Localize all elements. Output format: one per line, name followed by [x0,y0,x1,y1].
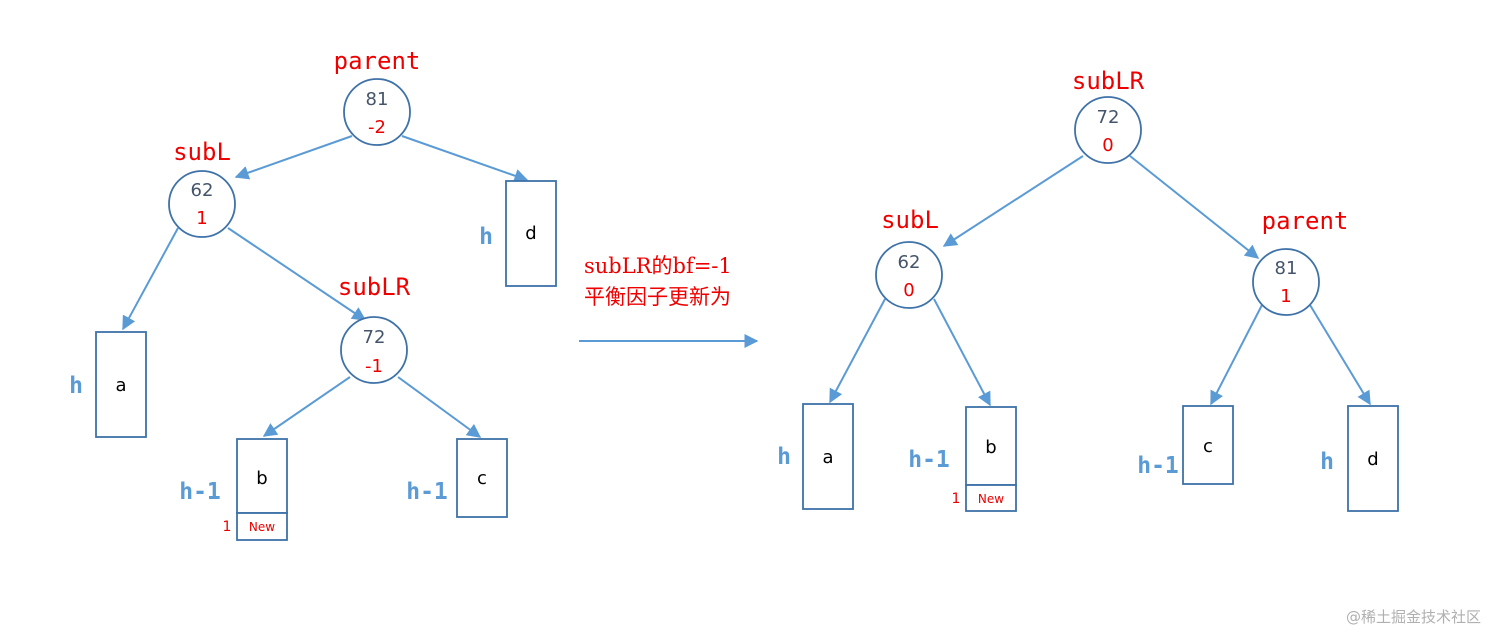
node-balance-factor: 0 [1102,135,1113,156]
edge-subL-to-a [122,227,179,331]
edge-parent-to-c [1210,304,1263,406]
node-key: 72 [363,327,386,348]
subtree-box [95,331,147,438]
node-key: 81 [1275,258,1298,279]
after-tree: subLR 72 0 subL 62 0 parent 81 1 a h [777,67,1399,512]
after-subtree-c: c h-1 [1137,405,1234,485]
edge-subLR-to-b [262,376,351,437]
after-node-subL: subL 62 0 [875,206,943,309]
new-node-box [965,484,1017,512]
before-subtree-c: c h-1 [406,438,508,518]
subtree-height: h-1 [179,479,221,505]
subtree-label: b [985,437,996,458]
node-circle [1252,248,1320,316]
subtree-height: h [479,224,493,250]
after-subtree-d: d h [1320,405,1399,512]
new-node-label: New [249,520,275,534]
edge-subLR-to-c [397,376,482,438]
before-tree: parent 81 -2 subL 62 1 subLR 72 -1 d h [69,47,557,541]
after-node-subLR: subLR 72 0 [1072,67,1145,164]
new-node-count: 1 [952,491,961,507]
subtree-box [505,180,557,287]
subtree-height: h-1 [1137,453,1179,479]
node-role-label: parent [1262,207,1349,235]
node-circle [340,316,408,384]
transition: subLR的bf=-1 平衡因子更新为 [579,254,759,348]
edge-parent-to-d [1309,304,1371,406]
node-balance-factor: 1 [196,208,207,229]
new-node-count: 1 [223,519,232,535]
subtree-label: a [115,375,126,396]
edge-parent-to-d [401,135,529,183]
transition-note-line1: subLR的bf=-1 [584,254,732,278]
edge-subL-to-b [933,298,991,407]
subtree-height: h-1 [406,479,448,505]
edge-subL-to-subLR [227,227,367,321]
subtree-height: h [1320,449,1334,475]
node-balance-factor: 0 [903,280,914,301]
node-balance-factor: -2 [368,117,386,138]
subtree-height: h [777,444,791,470]
node-circle [1074,96,1142,164]
node-circle [168,170,236,238]
subtree-box [802,403,854,510]
before-subtree-a: a h [69,331,147,438]
subtree-label: c [1203,436,1213,457]
subtree-height: h [69,373,83,399]
node-circle [343,78,411,146]
node-balance-factor: -1 [365,356,383,377]
subtree-label: d [1367,449,1378,470]
before-node-subL: subL 62 1 [168,138,236,238]
node-role-label: subLR [1072,67,1145,95]
node-circle [875,241,943,309]
node-key: 72 [1097,107,1120,128]
node-key: 81 [366,89,389,110]
node-role-label: subLR [338,273,411,301]
subtree-label: b [256,468,267,489]
edge-parent-to-subL [234,135,353,180]
after-subtree-a: a h [777,403,854,510]
node-role-label: subL [881,206,939,234]
subtree-box [1182,405,1234,485]
new-node-box [236,512,288,541]
subtree-box [965,406,1017,486]
subtree-box [1347,405,1399,512]
node-balance-factor: 1 [1280,286,1291,307]
node-key: 62 [191,180,214,201]
subtree-box [456,438,508,518]
after-subtree-b: b New 1 h-1 [908,406,1017,512]
before-node-parent: parent 81 -2 [334,47,421,146]
before-node-subLR: subLR 72 -1 [338,273,411,384]
edge-subLR-to-subL [942,155,1084,247]
edge-subLR-to-parent [1129,155,1260,259]
node-role-label: subL [173,138,231,166]
after-node-parent: parent 81 1 [1252,207,1349,316]
node-key: 62 [898,252,921,273]
node-role-label: parent [334,47,421,75]
subtree-height: h-1 [908,447,950,473]
new-node-label: New [978,492,1004,506]
watermark: @稀土掘金技术社区 [1346,608,1481,626]
subtree-label: c [477,468,487,489]
edge-subL-to-a [829,298,886,404]
transition-note-line2: 平衡因子更新为 [584,285,731,309]
before-subtree-b: b New 1 h-1 [179,438,288,541]
subtree-label: d [525,223,536,244]
before-subtree-d: d h [479,180,557,287]
subtree-label: a [822,447,833,468]
